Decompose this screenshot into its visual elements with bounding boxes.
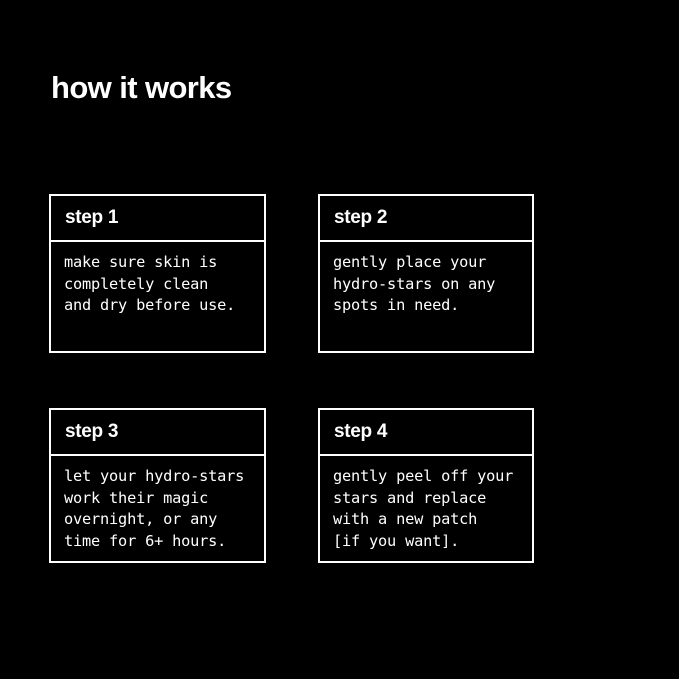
step-card-4: step 4 gently peel off your stars and re… (318, 408, 534, 563)
steps-grid: step 1 make sure skin is completely clea… (49, 194, 534, 563)
step-card-3-label: step 3 (65, 421, 119, 442)
step-card-2-header: step 2 (320, 196, 532, 242)
step-card-3-body: let your hydro-stars work their magic ov… (64, 467, 245, 550)
step-card-4-label: step 4 (334, 421, 388, 442)
step-card-3: step 3 let your hydro-stars work their m… (49, 408, 266, 563)
step-card-1-label: step 1 (65, 207, 119, 228)
step-card-1-body: make sure skin is completely clean and d… (64, 253, 236, 314)
step-card-3-header: step 3 (51, 410, 264, 456)
step-card-1-header: step 1 (51, 196, 264, 242)
page-title: how it works (51, 70, 232, 105)
step-card-2: step 2 gently place your hydro-stars on … (318, 194, 534, 353)
step-card-1: step 1 make sure skin is completely clea… (49, 194, 266, 353)
step-card-2-body: gently place your hydro-stars on any spo… (333, 253, 496, 314)
step-card-2-label: step 2 (334, 207, 388, 228)
step-card-4-header: step 4 (320, 410, 532, 456)
step-card-4-body: gently peel off your stars and replace w… (333, 467, 514, 550)
